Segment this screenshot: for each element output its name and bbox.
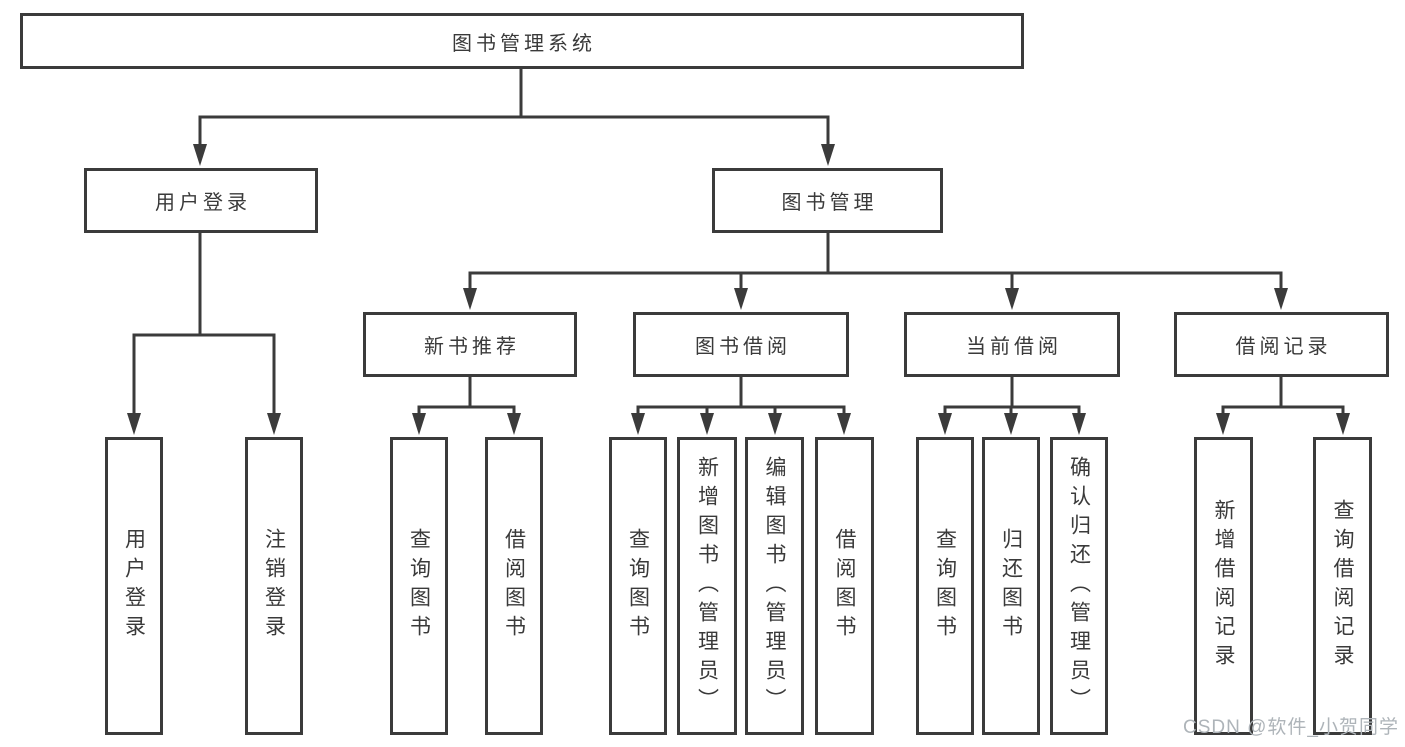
leaf-user-login: 用户登录 xyxy=(105,437,163,735)
leaf-records-add-record-label: 新增借阅记录 xyxy=(1212,499,1235,673)
edge-user-login-children xyxy=(132,229,276,416)
leaf-borrow-borrow-books: 借阅图书 xyxy=(815,437,874,735)
node-root-label: 图书管理系统 xyxy=(452,32,596,55)
leaf-user-login-label: 用户登录 xyxy=(122,528,146,644)
leaf-records-query-record-label: 查询借阅记录 xyxy=(1331,499,1354,673)
node-book-mgmt: 图书管理 xyxy=(712,168,943,233)
edge-borrow-records-children xyxy=(1221,373,1345,417)
leaf-records-query-record: 查询借阅记录 xyxy=(1313,437,1372,735)
node-new-book-rec: 新书推荐 xyxy=(363,312,577,377)
edge-root-to-level2 xyxy=(198,64,830,148)
leaf-borrow-query-books-label: 查询图书 xyxy=(626,528,650,644)
node-user-login: 用户登录 xyxy=(84,168,318,233)
leaf-rec-query-books: 查询图书 xyxy=(390,437,448,735)
leaf-borrow-query-books: 查询图书 xyxy=(609,437,667,735)
leaf-rec-query-books-label: 查询图书 xyxy=(407,528,431,644)
leaf-borrow-add-books-admin-label: 新增图书（管理员） xyxy=(695,455,719,717)
leaf-current-confirm-return-admin-label: 确认归还（管理员） xyxy=(1067,455,1091,717)
edge-book-mgmt-to-level3 xyxy=(468,229,1283,292)
leaf-borrow-add-books-admin: 新增图书（管理员） xyxy=(677,437,737,735)
leaf-logout-login: 注销登录 xyxy=(245,437,303,735)
node-book-borrow: 图书借阅 xyxy=(633,312,849,377)
edge-book-borrow-children xyxy=(636,373,846,417)
leaf-current-return-books-label: 归还图书 xyxy=(999,528,1023,644)
edge-current-borrow-children xyxy=(943,373,1081,417)
node-borrow-records: 借阅记录 xyxy=(1174,312,1389,377)
node-user-login-label: 用户登录 xyxy=(155,192,251,214)
leaf-borrow-borrow-books-label: 借阅图书 xyxy=(833,528,856,644)
leaf-logout-login-label: 注销登录 xyxy=(262,528,286,644)
leaf-records-add-record: 新增借阅记录 xyxy=(1194,437,1253,735)
leaf-rec-borrow-books: 借阅图书 xyxy=(485,437,543,735)
leaf-borrow-edit-books-admin: 编辑图书（管理员） xyxy=(745,437,804,735)
leaf-borrow-edit-books-admin-label: 编辑图书（管理员） xyxy=(763,455,786,717)
csdn-watermark: CSDN @软件_小贺同学 xyxy=(1183,717,1399,738)
leaf-current-return-books: 归还图书 xyxy=(982,437,1040,735)
node-root: 图书管理系统 xyxy=(20,13,1024,69)
node-new-book-rec-label: 新书推荐 xyxy=(424,336,520,358)
node-borrow-records-label: 借阅记录 xyxy=(1235,336,1332,358)
node-current-borrow-label: 当前借阅 xyxy=(966,336,1062,358)
leaf-rec-borrow-books-label: 借阅图书 xyxy=(502,528,526,644)
leaf-current-query-books: 查询图书 xyxy=(916,437,974,735)
arrowheads xyxy=(127,144,1350,435)
node-book-mgmt-label: 图书管理 xyxy=(781,192,878,214)
leaf-current-confirm-return-admin: 确认归还（管理员） xyxy=(1050,437,1108,735)
edge-new-book-rec-children xyxy=(417,373,516,417)
leaf-current-query-books-label: 查询图书 xyxy=(933,528,957,644)
node-current-borrow: 当前借阅 xyxy=(904,312,1120,377)
node-book-borrow-label: 图书借阅 xyxy=(695,336,791,358)
